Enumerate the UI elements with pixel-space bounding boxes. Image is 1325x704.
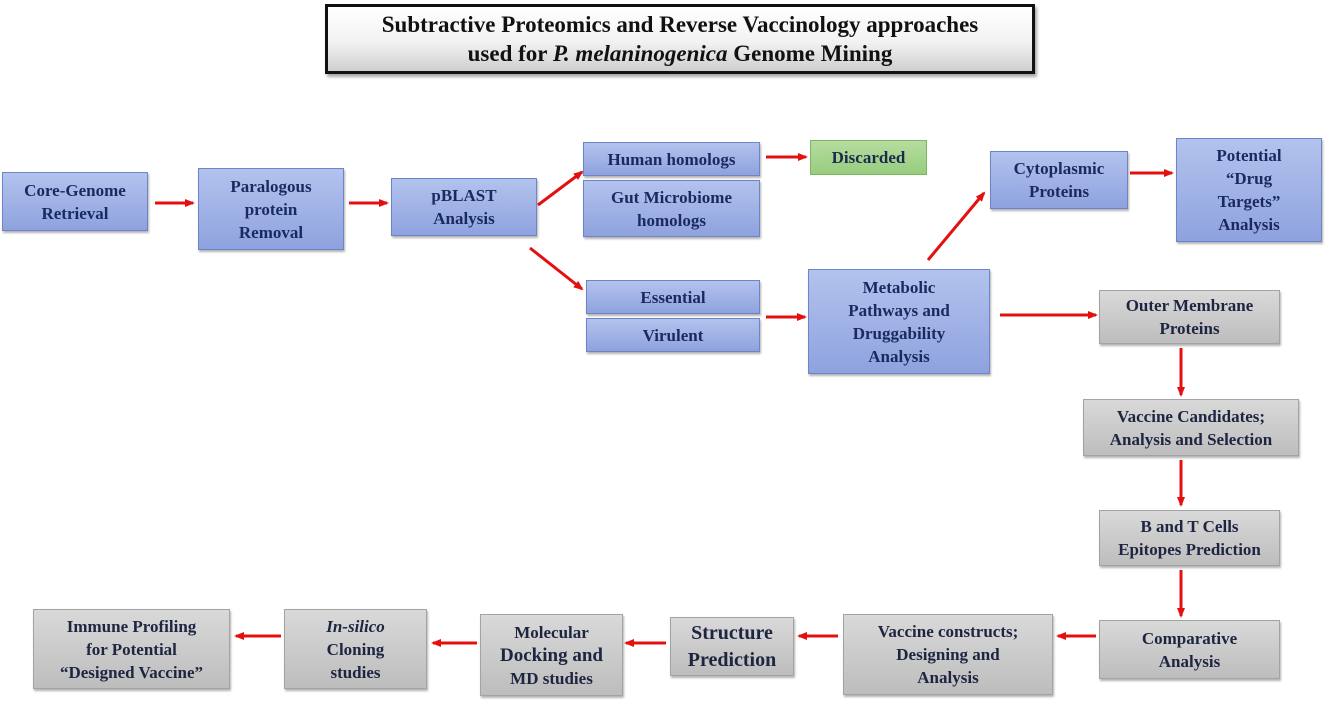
node-text: Druggability: [852, 323, 946, 343]
node-text: Pathways and: [848, 300, 950, 320]
node-text: Virulent: [642, 325, 704, 345]
node-text: Analysis: [1218, 215, 1280, 234]
node-text: Gut Microbiome: [610, 187, 733, 207]
node-text: homologs: [637, 210, 706, 230]
node-text: Vaccine constructs;: [877, 622, 1019, 641]
title-line-2-post: Genome Mining: [733, 41, 893, 66]
node-text: B and T Cells: [1140, 517, 1239, 536]
node-text: In-silico: [326, 616, 385, 636]
node-text: Structure: [691, 621, 773, 644]
node-gut-microbiome-homologs: Gut Microbiome homologs: [583, 180, 760, 237]
node-outer-membrane-proteins: Outer Membrane Proteins: [1099, 290, 1280, 344]
node-text: Analysis and Selection: [1109, 429, 1273, 449]
node-text: Comparative: [1141, 628, 1238, 648]
title-line-2-italic: P. melaninogenica: [552, 41, 728, 66]
node-text: Docking and: [500, 644, 603, 666]
node-vaccine-constructs: Vaccine constructs; Designing and Analys…: [843, 614, 1053, 695]
node-text: Metabolic: [862, 277, 936, 297]
node-text: Epitopes Prediction: [1118, 540, 1261, 559]
node-text: Cytoplasmic: [1013, 159, 1105, 178]
title-line-2-pre: used for: [467, 41, 548, 66]
node-text: Proteins: [1028, 182, 1090, 201]
node-text: Essential: [640, 287, 706, 307]
node-text: Targets”: [1217, 192, 1281, 211]
node-text: Vaccine Candidates;: [1116, 406, 1266, 426]
arrow-metabolic-to-cytoplasmic: [926, 191, 986, 261]
node-text: “Designed Vaccine”: [59, 662, 204, 682]
node-cytoplasmic-proteins: Cytoplasmic Proteins: [990, 151, 1128, 209]
node-comparative-analysis: Comparative Analysis: [1099, 620, 1280, 679]
node-text: Molecular: [514, 622, 589, 642]
arrow-pblast-to-essential: [529, 246, 584, 291]
node-potential-drug-targets: Potential “Drug Targets” Analysis: [1176, 138, 1322, 242]
node-text: studies: [330, 662, 381, 682]
node-paralogous-protein-removal: Paralogous protein Removal: [198, 168, 344, 250]
node-text: Retrieval: [41, 203, 109, 223]
node-text: “Drug: [1225, 169, 1273, 188]
node-text: Paralogous: [230, 176, 312, 196]
node-text: Potential: [1216, 146, 1282, 165]
node-vaccine-candidates: Vaccine Candidates; Analysis and Selecti…: [1083, 399, 1299, 456]
title-line-1: Subtractive Proteomics and Reverse Vacci…: [381, 12, 979, 37]
node-text: pBLAST: [431, 186, 497, 205]
node-core-genome-retrieval: Core-Genome Retrieval: [2, 172, 148, 231]
node-text: MD studies: [510, 668, 593, 688]
node-text: Prediction: [687, 648, 777, 671]
node-human-homologs: Human homologs: [583, 142, 760, 176]
node-structure-prediction: Structure Prediction: [670, 617, 794, 676]
node-text: Outer Membrane: [1125, 296, 1254, 315]
node-text: Discarded: [831, 148, 906, 167]
node-text: for Potential: [86, 639, 177, 659]
node-insilico-cloning: In-silico Cloning studies: [284, 609, 427, 689]
node-text: Core-Genome: [24, 180, 126, 200]
node-discarded: Discarded: [810, 140, 927, 175]
node-text: Immune Profiling: [66, 616, 197, 636]
node-text: Removal: [238, 222, 304, 242]
node-virulent: Virulent: [586, 318, 760, 352]
node-text: Analysis: [433, 209, 495, 228]
node-text: Analysis: [868, 346, 930, 366]
node-text: Analysis: [917, 668, 979, 687]
node-text: Cloning: [326, 639, 385, 659]
node-text: Designing and: [896, 645, 1000, 664]
arrow-pblast-to-human: [537, 170, 584, 207]
node-metabolic-pathways-druggability: Metabolic Pathways and Druggability Anal…: [808, 269, 990, 374]
node-essential: Essential: [586, 280, 760, 314]
node-epitopes-prediction: B and T Cells Epitopes Prediction: [1099, 510, 1280, 566]
node-pblast-analysis: pBLAST Analysis: [391, 178, 537, 236]
node-text: Proteins: [1159, 319, 1220, 338]
node-immune-profiling: Immune Profiling for Potential “Designed…: [33, 609, 230, 689]
diagram-title: Subtractive Proteomics and Reverse Vacci…: [325, 4, 1035, 74]
node-text: Human homologs: [607, 149, 736, 169]
node-text: protein: [244, 199, 298, 219]
node-molecular-docking: Molecular Docking and MD studies: [480, 614, 623, 696]
node-text: Analysis: [1158, 651, 1221, 671]
title-line-2: used for P. melaninogenica Genome Mining: [468, 39, 893, 68]
